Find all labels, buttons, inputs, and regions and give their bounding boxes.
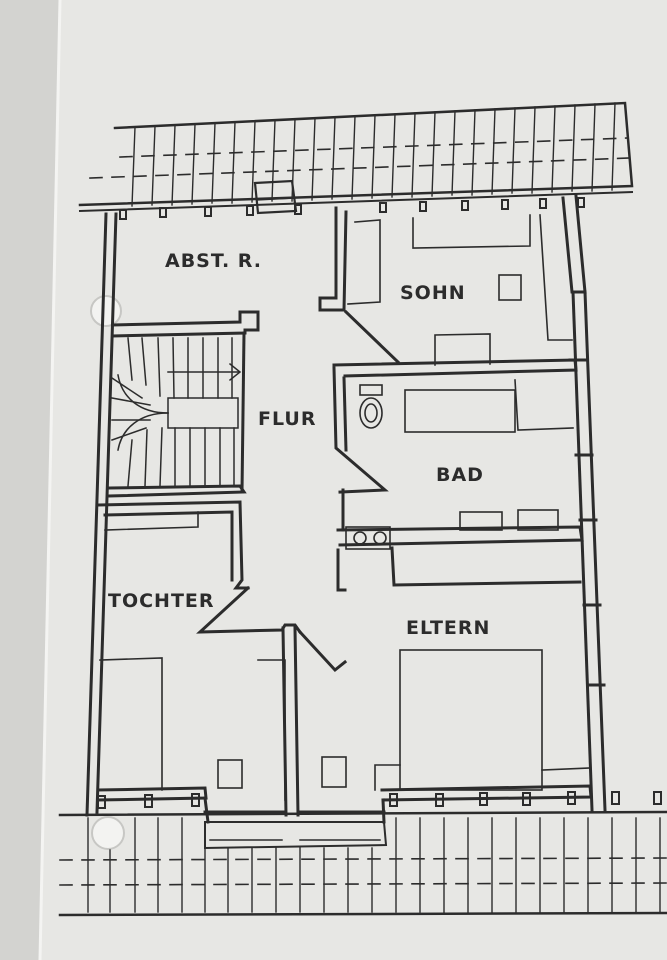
top-joists <box>119 197 585 220</box>
eltern-walls <box>281 546 582 817</box>
paper-edge <box>38 0 62 960</box>
bad-fixtures <box>345 379 574 550</box>
punch-hole-bottom <box>91 816 125 850</box>
outer-walls <box>85 194 607 817</box>
staircase <box>110 337 242 487</box>
bottom-joist-stubs <box>97 791 662 809</box>
room-label-flur: FLUR <box>258 408 316 430</box>
bad-walls <box>332 366 584 547</box>
punch-hole-top <box>90 295 122 327</box>
room-label-abstellraum: ABST. R. <box>165 250 262 272</box>
paper-sheet <box>40 0 667 960</box>
sohn-furniture <box>347 214 573 366</box>
stair-walls <box>108 310 260 498</box>
room-label-tochter: TOCHTER <box>108 590 215 612</box>
eltern-furniture <box>321 649 591 791</box>
room-label-bad: BAD <box>436 464 484 486</box>
roof-bottom <box>58 810 667 917</box>
room-label-eltern: ELTERN <box>406 617 490 639</box>
roof-top <box>78 101 634 215</box>
sohn-walls <box>318 206 578 378</box>
room-label-sohn: SOHN <box>400 282 466 304</box>
